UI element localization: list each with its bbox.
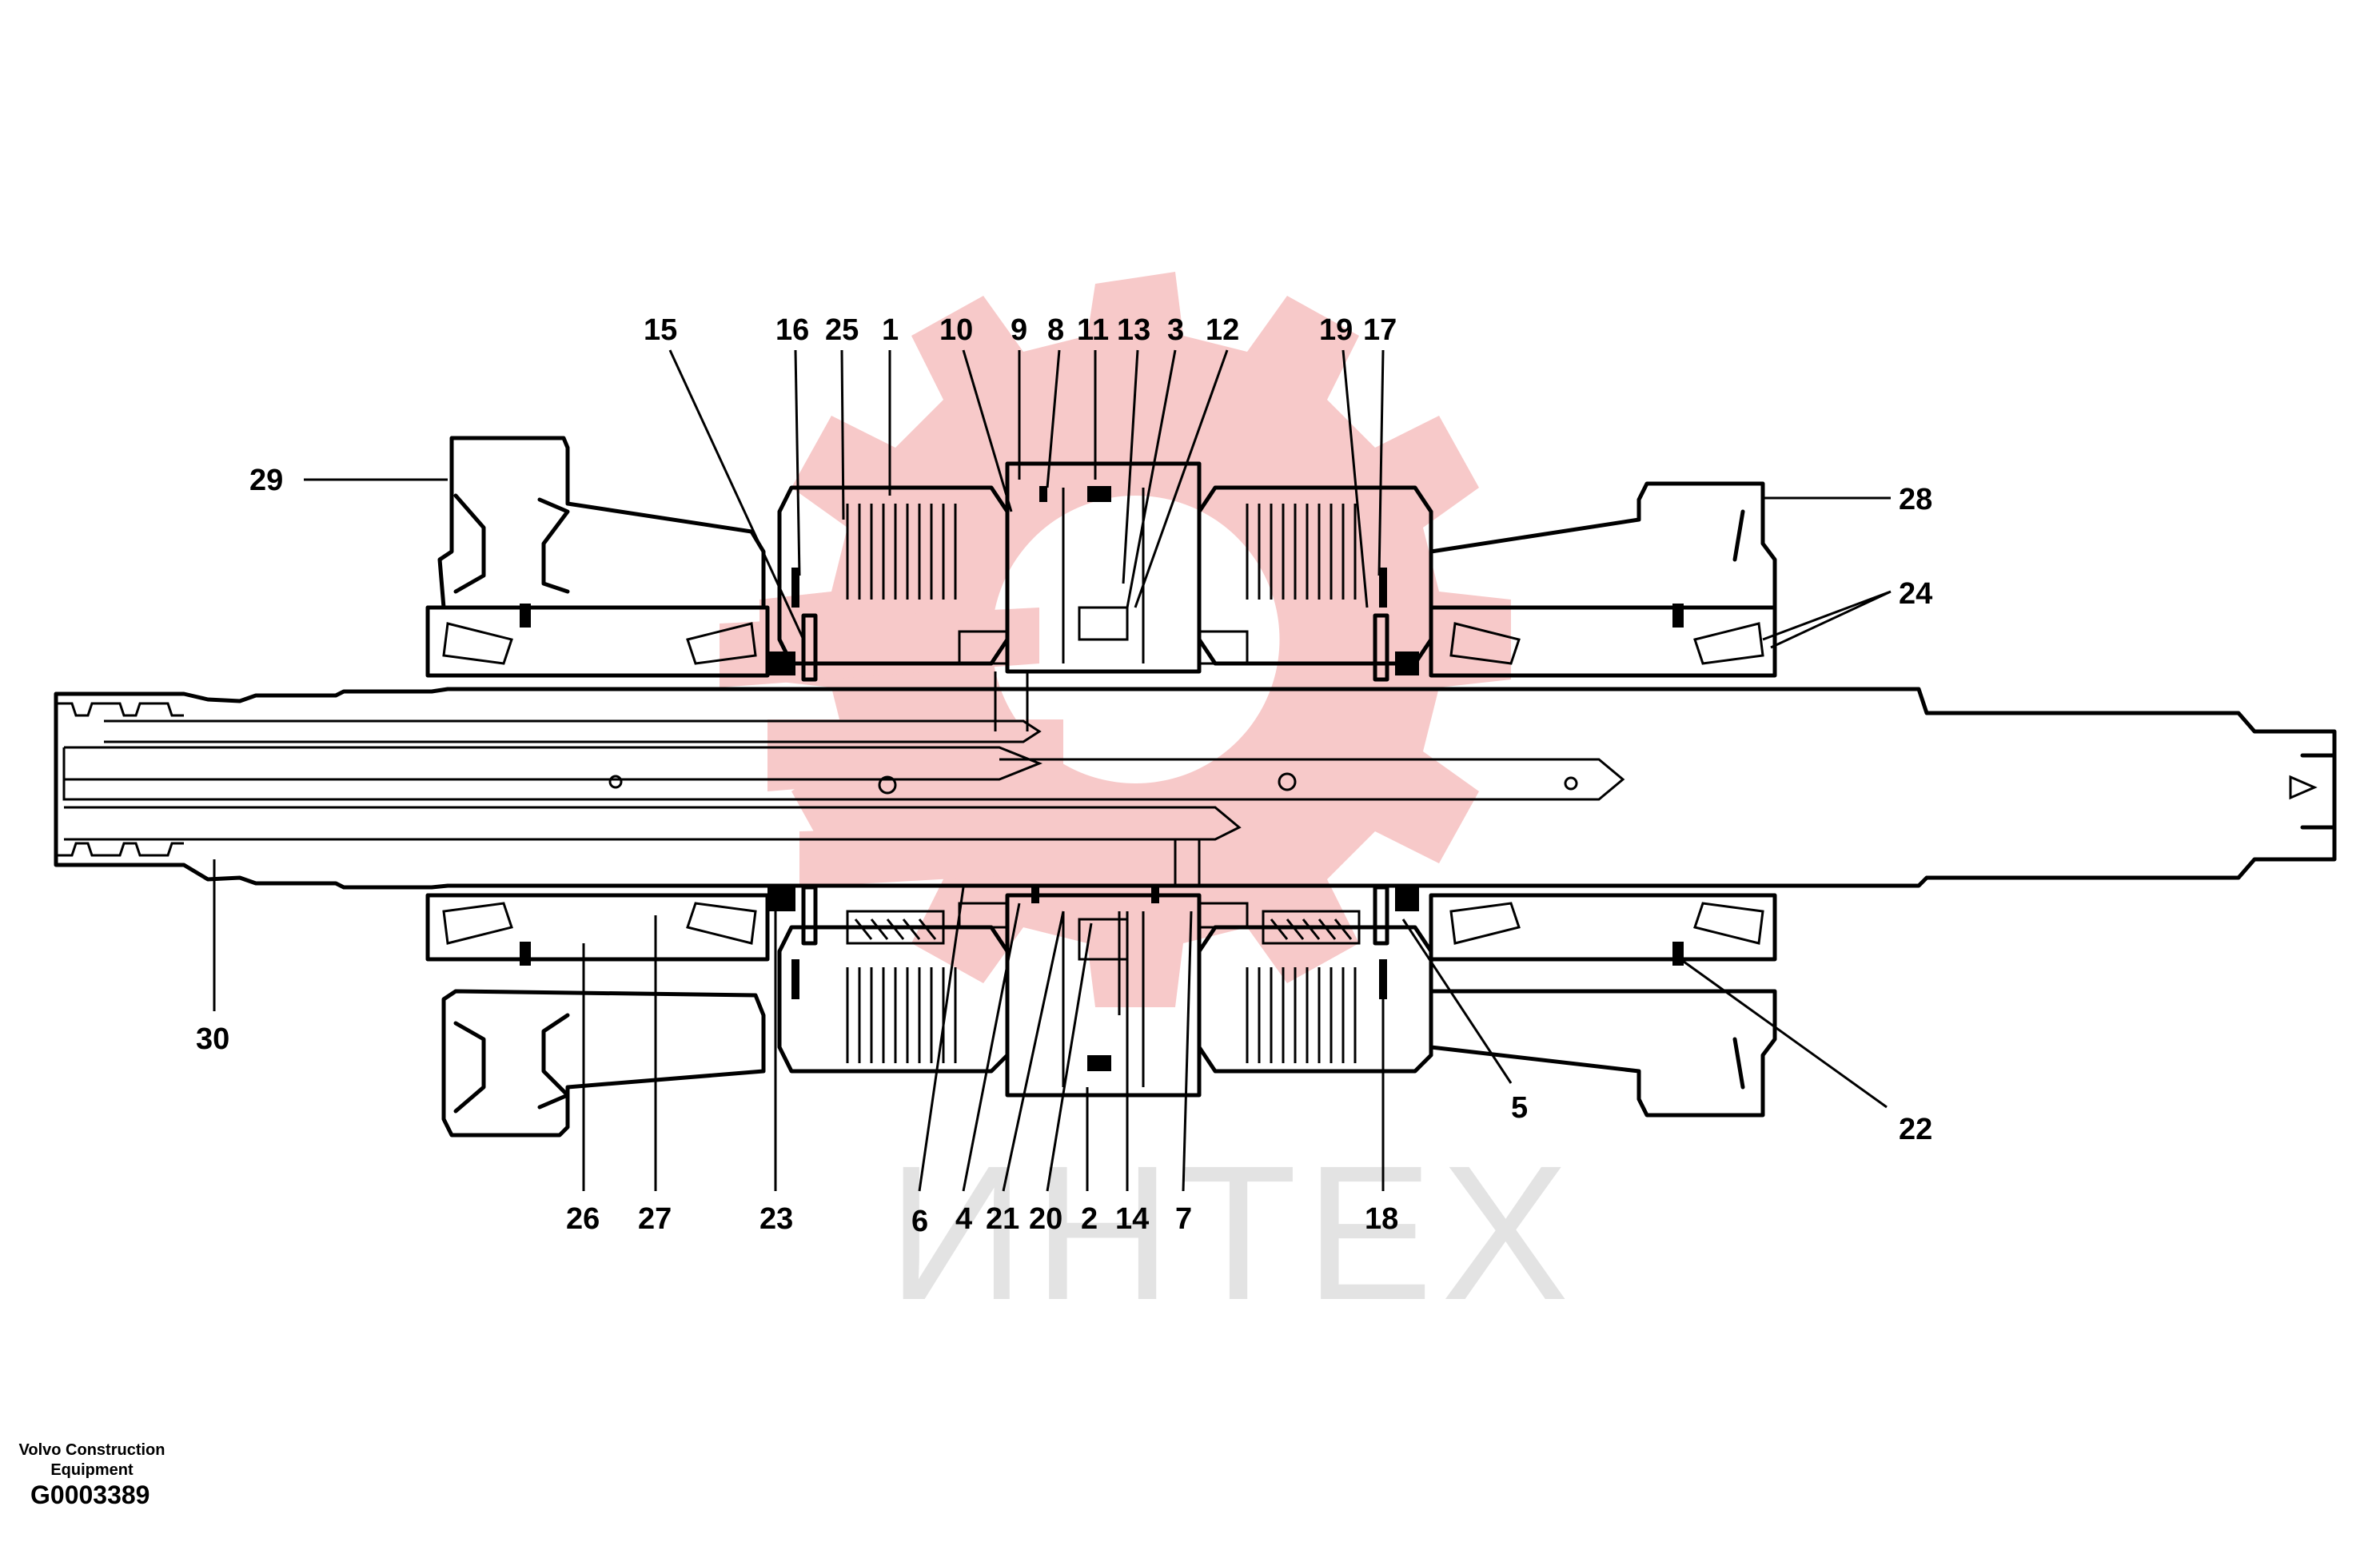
leader-lines xyxy=(213,349,1892,1192)
company-line-2: Equipment xyxy=(50,1461,134,1479)
callout-22: 22 xyxy=(1899,1113,1932,1146)
callout-11: 11 xyxy=(1077,313,1109,347)
callout-20: 20 xyxy=(1029,1202,1062,1236)
callout-18: 18 xyxy=(1365,1202,1398,1236)
callout-27: 27 xyxy=(638,1202,672,1236)
callout-5: 5 xyxy=(1511,1091,1528,1125)
main-shaft xyxy=(54,671,2337,890)
callout-8: 8 xyxy=(1047,313,1064,347)
callout-labels: 15 16 25 1 10 9 8 11 13 3 12 19 17 29 28… xyxy=(196,313,1932,1238)
callout-25: 25 xyxy=(825,313,859,347)
drawing-code: G0003389 xyxy=(30,1480,150,1509)
callout-3: 3 xyxy=(1167,313,1184,347)
callout-10: 10 xyxy=(939,313,973,347)
callout-9: 9 xyxy=(1011,313,1027,347)
callout-4: 4 xyxy=(955,1202,972,1236)
seals xyxy=(767,613,1419,946)
callout-26: 26 xyxy=(566,1202,600,1236)
callout-14: 14 xyxy=(1115,1202,1149,1236)
callout-17: 17 xyxy=(1363,313,1397,347)
company-name: Volvo Construction Equipment xyxy=(8,1440,176,1480)
callout-16: 16 xyxy=(775,313,809,347)
callout-12: 12 xyxy=(1206,313,1239,347)
callout-24: 24 xyxy=(1899,577,1932,611)
callout-21: 21 xyxy=(986,1202,1019,1236)
callout-29: 29 xyxy=(249,464,283,497)
central-hub xyxy=(958,461,1249,1098)
callout-23: 23 xyxy=(759,1202,793,1236)
left-flange xyxy=(437,436,766,1138)
callout-7: 7 xyxy=(1175,1202,1192,1236)
company-line-1: Volvo Construction xyxy=(18,1441,165,1459)
callout-1: 1 xyxy=(882,313,899,347)
callout-13: 13 xyxy=(1117,313,1150,347)
callout-6: 6 xyxy=(911,1205,928,1238)
callout-2: 2 xyxy=(1081,1202,1098,1236)
watermark-text: ИНТЕХ xyxy=(887,1126,1577,1340)
callout-19: 19 xyxy=(1319,313,1353,347)
callout-15: 15 xyxy=(644,313,677,347)
callout-28: 28 xyxy=(1899,483,1932,516)
bearings xyxy=(425,604,1777,966)
callout-30: 30 xyxy=(196,1022,229,1056)
